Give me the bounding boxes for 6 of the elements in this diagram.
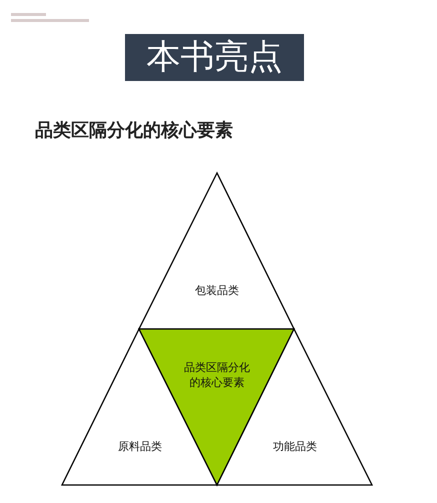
segment-label: 包装品类 (194, 283, 240, 298)
segment-label: 功能品类 (272, 439, 318, 454)
segment-label: 原料品类 (117, 439, 163, 454)
title-banner: 本书亮点 (125, 34, 304, 81)
segment-label: 品类区隔分化的核心要素 (183, 360, 251, 390)
section-heading: 品类区隔分化的核心要素 (35, 119, 233, 142)
